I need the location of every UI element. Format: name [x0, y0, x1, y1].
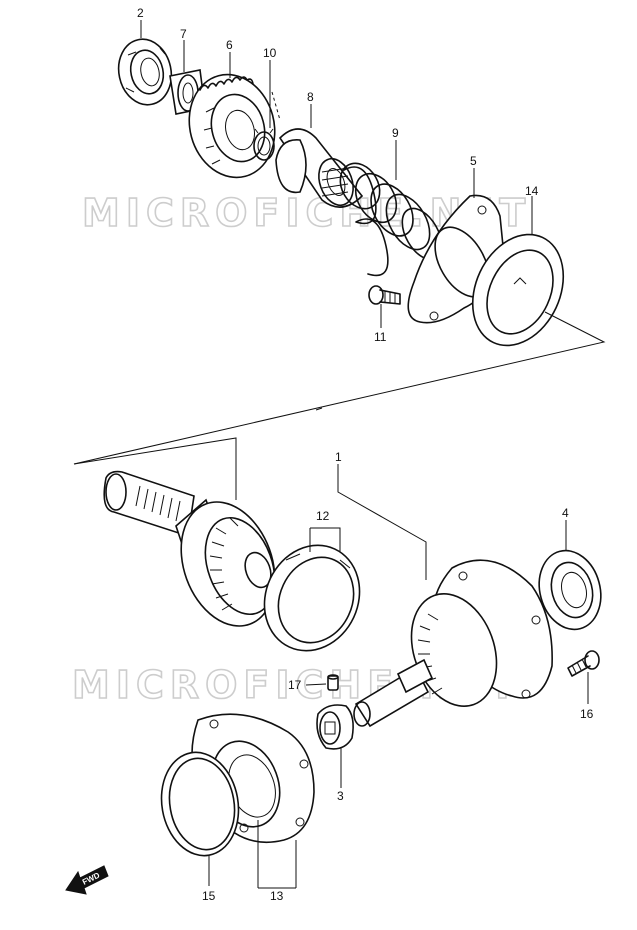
callout-6: 6 — [226, 38, 233, 52]
upper-centerline — [271, 91, 281, 121]
part-4-bearing — [538, 549, 602, 631]
group-line-13 — [257, 820, 297, 889]
part-10-circlip — [253, 128, 275, 161]
part-15-o-ring — [160, 751, 240, 857]
callout-13: 13 — [270, 889, 284, 903]
callout-12: 12 — [316, 509, 330, 523]
callout-10: 10 — [263, 46, 277, 60]
callout-11: 11 — [374, 330, 387, 344]
callout-4: 4 — [562, 506, 569, 520]
part-11-bolt — [368, 285, 401, 305]
callout-5: 5 — [470, 154, 477, 168]
part-3-coupling — [316, 704, 354, 750]
part-16-bolt — [567, 650, 600, 677]
callout-7: 7 — [180, 27, 187, 41]
leader-17 — [305, 683, 327, 686]
part-6-gear — [188, 73, 276, 179]
group-line-12 — [309, 527, 341, 552]
part-12-ring — [263, 544, 361, 652]
callout-14: 14 — [525, 184, 539, 198]
callout-15: 15 — [202, 889, 216, 903]
callout-2: 2 — [137, 6, 144, 20]
group-line-upper — [73, 311, 606, 465]
callout-9: 9 — [392, 126, 399, 140]
part-1-output-shaft — [353, 658, 434, 728]
callout-16: 16 — [580, 707, 594, 721]
part-14-gasket — [471, 233, 565, 347]
part-2-bearing — [117, 38, 173, 106]
group-line-mid — [73, 437, 237, 500]
dash-mark — [315, 407, 323, 411]
part-1-ring-gear-left — [180, 501, 276, 627]
callout-17: 17 — [288, 678, 302, 692]
callout-1: 1 — [335, 450, 342, 464]
callout-3: 3 — [337, 789, 344, 803]
callout-8: 8 — [307, 90, 314, 104]
part-17-pin — [327, 674, 339, 691]
fwd-arrow-icon: FWD — [65, 865, 109, 895]
group-line-1 — [337, 464, 427, 580]
part-9-spring — [339, 162, 443, 277]
